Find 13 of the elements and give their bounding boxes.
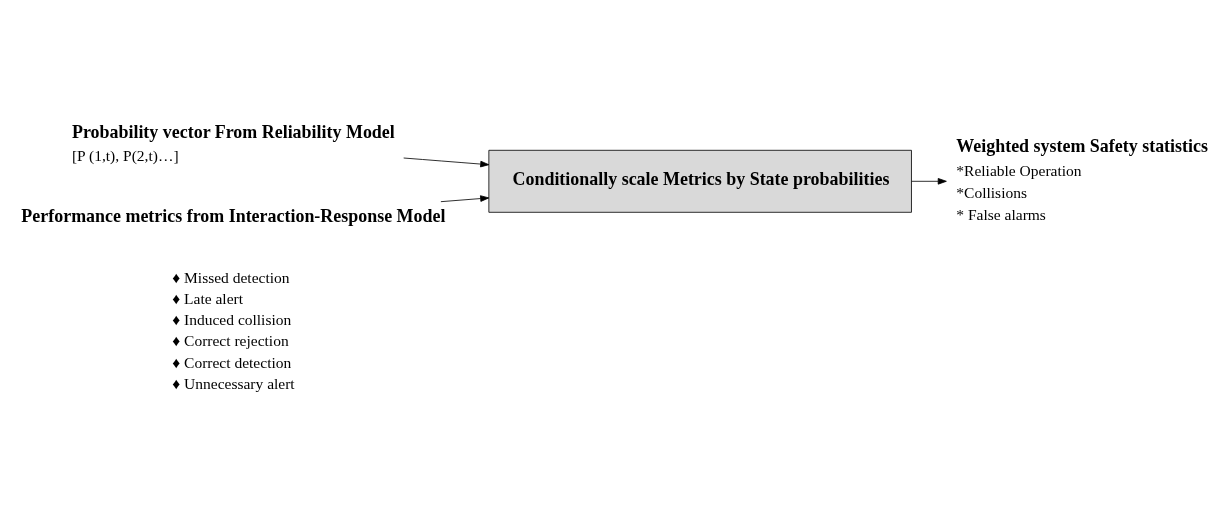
node-text: Probability vector From Reliability Model [P (1,t), P(2,t)…] <box>71 121 395 164</box>
label: ♦ Correct detection <box>172 352 292 370</box>
label: ♦ Correct rejection <box>172 331 289 349</box>
node-text: Performance metrics from Interaction-Response Model <box>21 205 446 226</box>
arrow <box>911 177 947 185</box>
label: ♦ Induced collision <box>172 310 292 328</box>
node-box: Conditionally scale Metrics by State probabilities <box>488 149 912 213</box>
node-text: Weighted system Safety statistics *Reliable Operation *Collisions * False alarms <box>956 135 1208 223</box>
label: ♦ Late alert <box>172 289 244 307</box>
label: ♦ Unnecessary alert <box>172 374 295 392</box>
arrow <box>440 194 490 202</box>
arrow <box>403 157 490 167</box>
label: ♦ Missed detection <box>172 268 290 286</box>
